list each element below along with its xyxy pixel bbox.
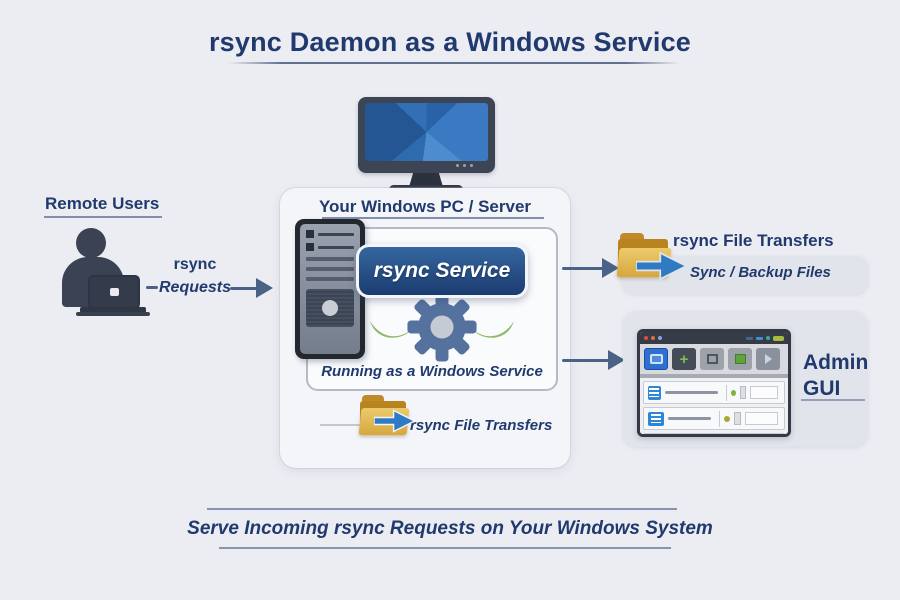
window-dot-blue xyxy=(658,336,662,340)
remote-users-underline xyxy=(44,216,162,218)
titlebar-dash-2 xyxy=(756,336,763,340)
status-dot xyxy=(731,389,737,396)
list-item[interactable] xyxy=(643,381,785,404)
laptop-logo-dot xyxy=(110,288,119,296)
rsync-service-label: rsync Service xyxy=(373,259,511,282)
list-item[interactable] xyxy=(643,433,785,434)
transfers-connector-dash xyxy=(320,424,360,426)
laptop-base xyxy=(80,307,146,313)
footer-rule-top xyxy=(207,508,677,510)
arrow-server-to-admin-gui-head xyxy=(608,350,625,370)
arrow-server-to-admin-gui xyxy=(562,359,610,362)
server-tower-body xyxy=(300,224,360,354)
server-power-button xyxy=(322,300,338,316)
progress-tick xyxy=(740,386,747,399)
toolbar-monitor-button[interactable] xyxy=(644,348,668,370)
rsync-requests-label-line1: rsync xyxy=(173,256,217,273)
footer-caption: Serve Incoming rsync Requests on Your Wi… xyxy=(187,518,713,539)
admin-gui-window: + xyxy=(637,329,791,437)
titlebar-pill-green xyxy=(773,335,784,341)
admin-gui-label-line2: GUI xyxy=(803,376,841,400)
server-tower-icon xyxy=(295,219,365,359)
footer-rule-bottom xyxy=(219,547,671,549)
monitor-screen xyxy=(365,103,488,161)
module-icon xyxy=(648,385,661,400)
page-title: rsync Daemon as a Windows Service xyxy=(208,27,692,57)
admin-toolbar: + xyxy=(640,344,788,374)
running-as-service-label: Running as a Windows Service xyxy=(321,363,543,380)
titlebar-dash-1 xyxy=(746,336,753,340)
admin-gui-label-line1: Admin xyxy=(803,351,869,374)
monitor-stand xyxy=(409,173,443,187)
gear-icon xyxy=(407,292,477,362)
monitor-bezel-dots xyxy=(456,164,473,167)
rsync-requests-label-line2: Requests xyxy=(158,279,232,296)
transfer-arrow-icon-center xyxy=(374,409,416,433)
progress-tick xyxy=(733,412,741,425)
rsync-file-transfers-label-center: rsync File Transfers xyxy=(410,417,553,434)
toolbar-run-button[interactable] xyxy=(756,348,780,370)
green-square-icon xyxy=(734,354,746,364)
module-name-placeholder xyxy=(667,417,711,420)
toolbar-stop-button[interactable] xyxy=(700,348,724,370)
server-tower-panel xyxy=(306,289,354,327)
rsync-service-badge: rsync Service xyxy=(356,244,528,298)
windows-pc-server-label: Your Windows PC / Server xyxy=(318,197,532,216)
monitor-glyph-icon xyxy=(649,354,663,364)
monitor-icon xyxy=(358,97,495,194)
rsync-file-transfers-title: rsync File Transfers xyxy=(673,231,834,250)
module-icon xyxy=(648,411,664,426)
admin-window-titlebar xyxy=(640,332,788,344)
arrow-server-to-transfers-head xyxy=(602,258,619,278)
window-dot-red xyxy=(644,336,648,340)
sync-backup-files-label: Sync / Backup Files xyxy=(690,264,831,281)
square-outline-icon xyxy=(706,354,718,364)
plus-icon: + xyxy=(679,350,689,368)
admin-module-list xyxy=(640,378,788,434)
module-name-placeholder xyxy=(664,391,719,394)
green-swoosh-right-icon xyxy=(473,321,514,338)
toolbar-add-button[interactable]: + xyxy=(672,348,696,370)
windows-pc-server-underline xyxy=(322,217,544,219)
request-connector-dash xyxy=(146,286,158,289)
admin-gui-label: Admin GUI xyxy=(803,350,868,401)
list-item[interactable] xyxy=(643,407,785,430)
window-dot-orange xyxy=(651,336,655,340)
toolbar-shadow-strip xyxy=(640,374,788,378)
arrow-user-to-server-head xyxy=(256,278,273,298)
remote-users-label: Remote Users xyxy=(45,194,160,213)
title-underline xyxy=(228,62,680,64)
laptop-lip xyxy=(76,312,150,316)
progress-bar xyxy=(744,412,779,425)
user-head xyxy=(76,228,106,258)
admin-gui-underline xyxy=(801,399,865,401)
titlebar-dot-teal xyxy=(766,336,770,340)
green-swoosh-left-icon xyxy=(370,321,411,338)
play-arrow-icon xyxy=(764,354,772,364)
transfer-arrow-icon-right xyxy=(636,251,688,281)
progress-bar xyxy=(750,386,778,399)
status-dot xyxy=(723,415,730,422)
arrow-server-to-transfers xyxy=(562,267,604,270)
arrow-user-to-server xyxy=(230,287,258,290)
toolbar-start-button[interactable] xyxy=(728,348,752,370)
